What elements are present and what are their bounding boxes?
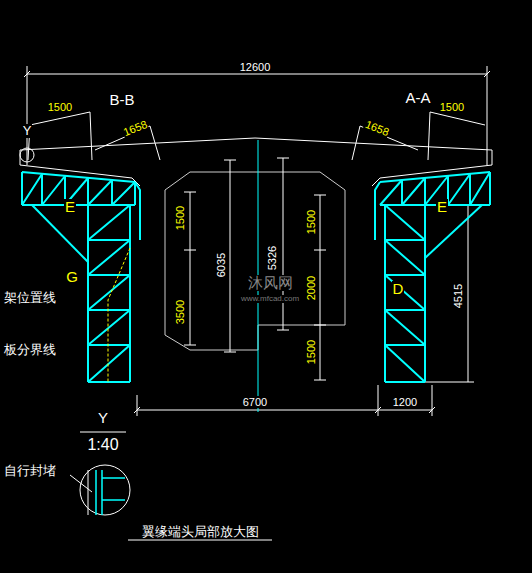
dimension-label: 3500 [174, 299, 186, 325]
note-text: Y [97, 410, 109, 427]
dimension-label: 1500 [174, 205, 186, 231]
note-text: 翼缘端头局部放大图 [141, 525, 260, 539]
dimension-label: 6700 [242, 396, 268, 408]
dimension-label: G [65, 269, 79, 286]
dimension-label: E [436, 199, 448, 216]
dimension-label: A-A [404, 90, 431, 107]
dimension-label: 1658 [120, 117, 149, 138]
dimension-label: 1500 [47, 101, 73, 113]
dimension-label: B-B [108, 92, 135, 109]
dimension-label: D [392, 281, 405, 298]
note-text: 板分界线 [3, 343, 57, 357]
dimension-label: 1500 [305, 339, 317, 365]
dimension-label: 1500 [305, 209, 317, 235]
dimension-label: Y [22, 124, 33, 138]
dimension-label: 5326 [266, 245, 278, 271]
dimension-label: 6035 [215, 252, 227, 278]
dimension-label: 12600 [239, 61, 272, 73]
dimension-label: 2000 [305, 275, 317, 301]
dimension-label: 1658 [362, 117, 391, 138]
watermark: 沐风网 [247, 275, 294, 292]
note-text: 自行封堵 [3, 464, 57, 478]
dimension-label: 1200 [392, 396, 418, 408]
dimension-label: 4515 [452, 283, 464, 309]
dimension-label: E [64, 199, 76, 216]
note-text: 1:40 [86, 436, 119, 454]
watermark: www.mfcad.com [240, 295, 300, 304]
note-text: 架位置线 [3, 291, 57, 305]
dimension-label: 1500 [439, 101, 465, 113]
